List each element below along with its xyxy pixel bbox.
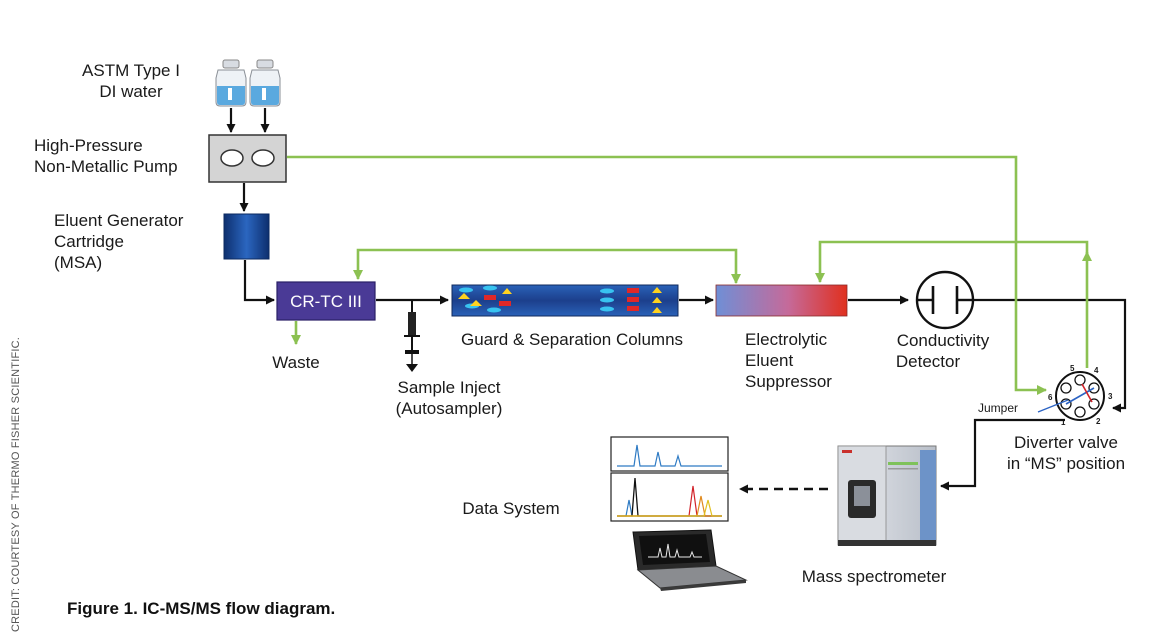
recycle-line-suppressor-to-crtc: [353, 248, 738, 280]
water-label-line2: DI water: [99, 82, 163, 101]
recycle-line-pump-to-valve: [287, 155, 1047, 395]
ms-label: Mass spectrometer: [802, 567, 947, 586]
arrow-detector-to-valve: [974, 298, 1127, 413]
mass-spectrometer: [837, 445, 937, 546]
recycle-line-valve-to-suppressor: [815, 240, 1089, 368]
water-bottles: [215, 59, 281, 107]
credit-text: CREDIT: COURTESY OF THERMO FISHER SCIENT…: [10, 337, 22, 632]
arrow-egc-to-crtc: [243, 260, 275, 305]
detector-label-line1: Conductivity: [897, 331, 990, 350]
crtc-box: [276, 281, 376, 321]
diverter-label-line2: in “MS” position: [1007, 454, 1125, 473]
eluent-generator-cartridge: [223, 213, 270, 260]
diverter-label-line1: Diverter valve: [1014, 433, 1118, 452]
jumper-line: [1037, 399, 1069, 413]
figure-caption: Figure 1. IC-MS/MS flow diagram.: [67, 599, 335, 618]
valve-port-2: 2: [1096, 417, 1101, 426]
water-label-line1: ASTM Type I: [82, 61, 180, 80]
egc-label-line2: Cartridge: [54, 232, 124, 251]
syringe-icon: [404, 301, 420, 372]
egc-label-line3: (MSA): [54, 253, 102, 272]
conductivity-detector: [915, 270, 975, 330]
suppressor-label-line2: Eluent: [745, 351, 793, 370]
suppressor-label-line1: Electrolytic: [745, 330, 828, 349]
chromatogram-bottom: [610, 472, 729, 522]
valve-port-4: 4: [1094, 366, 1099, 375]
separation-columns: [451, 284, 679, 317]
bottle-icon-1: [215, 59, 247, 107]
electrolytic-suppressor: [715, 284, 848, 317]
waste-label: Waste: [272, 353, 320, 372]
sample-label-line2: (Autosampler): [396, 399, 503, 418]
valve-port-5: 5: [1070, 364, 1075, 373]
diverter-valve: [1055, 371, 1105, 421]
arrow-valve-to-ms: [940, 418, 1065, 491]
data-system-label: Data System: [462, 499, 559, 518]
pump-label-line2: Non-Metallic Pump: [34, 157, 178, 176]
jumper-label: Jumper: [978, 401, 1018, 415]
suppressor-label-line3: Suppressor: [745, 372, 832, 391]
chromatogram-top: [610, 436, 729, 472]
crtc-label: CR-TC III: [290, 292, 362, 311]
bottle-icon-2: [249, 59, 281, 107]
columns-label: Guard & Separation Columns: [461, 330, 683, 349]
detector-label-line2: Detector: [896, 352, 961, 371]
valve-port-1: 1: [1061, 418, 1066, 427]
laptop-icon: [632, 529, 748, 591]
valve-port-6: 6: [1048, 393, 1053, 402]
sample-label-line1: Sample Inject: [398, 378, 501, 397]
pump: [208, 134, 287, 183]
pump-label-line1: High-Pressure: [34, 136, 143, 155]
valve-port-3: 3: [1108, 392, 1113, 401]
egc-label-line1: Eluent Generator: [54, 211, 184, 230]
